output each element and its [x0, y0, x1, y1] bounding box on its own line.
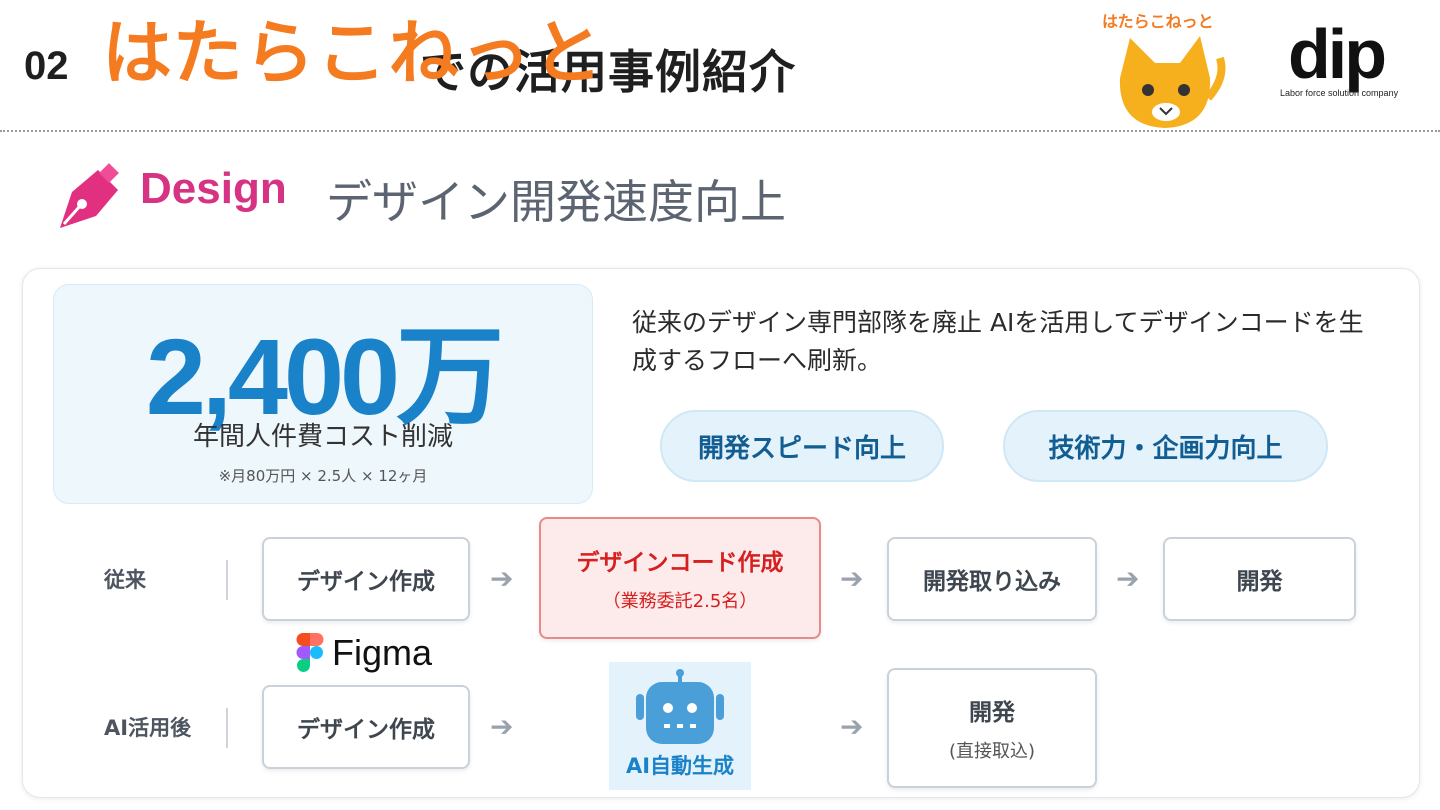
robot-icon: [636, 669, 724, 744]
section-category: Design: [140, 164, 287, 213]
arrow-icon: ➔: [840, 562, 864, 595]
arrow-icon: ➔: [840, 710, 864, 743]
flow-step-dev-before: 開発: [1163, 537, 1356, 621]
flow-step-design-code: デザインコード作成 （業務委託2.5名）: [539, 517, 821, 639]
figma-icon: [296, 633, 324, 672]
company-logo: dip: [1288, 15, 1387, 93]
step-label: デザインコード作成: [576, 550, 784, 576]
benefit-pill-speed: 開発スピード向上: [660, 410, 944, 482]
stat-value: 2,400万: [145, 316, 504, 437]
step-label: 開発取り込み: [923, 569, 1061, 595]
step-sublabel: (直接取込): [948, 741, 1036, 762]
arrow-icon: ➔: [490, 562, 514, 595]
benefit-pill-skills: 技術力・企画力向上: [1003, 410, 1328, 482]
brand-logo-text: はたらこねっと: [102, 12, 605, 94]
page-title: での活用事例紹介: [420, 45, 796, 99]
company-tagline: Labor force solution company: [1280, 88, 1399, 98]
description-text: 従来のデザイン専門部隊を廃止 AIを活用してデザインコードを生成するフローへ刷新…: [632, 308, 1364, 375]
figma-logo: Figma: [296, 632, 432, 674]
stat-note: ※月80万円 × 2.5人 × 12ヶ月: [218, 467, 428, 485]
cat-mascot-icon: [1119, 36, 1226, 128]
row-separator: [226, 560, 228, 600]
step-label: デザイン作成: [297, 717, 435, 743]
slide-number: 02: [24, 44, 69, 88]
step-sublabel: （業務委託2.5名）: [602, 591, 758, 612]
step-label: デザイン作成: [297, 569, 435, 595]
flow-step-dev-import: 開発取り込み: [887, 537, 1097, 621]
arrow-icon: ➔: [490, 710, 514, 743]
header-divider: [0, 130, 1440, 132]
stat-panel: [53, 284, 593, 504]
arrow-icon: ➔: [1116, 562, 1140, 595]
row-separator: [226, 708, 228, 748]
flow-step-design-after: デザイン作成: [262, 685, 470, 769]
pen-nib-icon: [60, 163, 119, 228]
stat-label: 年間人件費コスト削減: [192, 422, 453, 452]
ai-generation-label: AI自動生成: [625, 754, 735, 778]
flow-step-dev-after: 開発 (直接取込): [887, 668, 1097, 788]
row-label-before: 従来: [104, 568, 146, 592]
mascot-brand-label: はたらこねっと: [1102, 12, 1214, 31]
flow-step-design-before: デザイン作成: [262, 537, 470, 621]
step-label: 開発: [969, 700, 1015, 726]
row-label-after: AI活用後: [104, 716, 192, 740]
figma-wordmark: Figma: [332, 632, 433, 673]
step-label: 開発: [1236, 569, 1283, 595]
section-title: デザイン開発速度向上: [326, 175, 786, 229]
